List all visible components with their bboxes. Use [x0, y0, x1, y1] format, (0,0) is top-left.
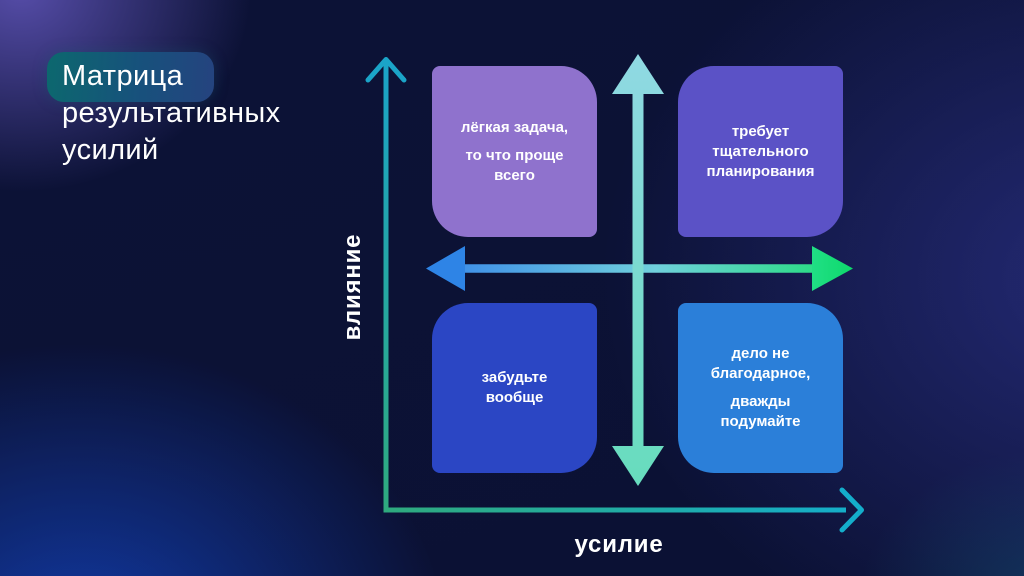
quadrant-top-left-text-2: то что проще всего: [465, 146, 564, 184]
y-axis-arrowhead-icon: [365, 57, 407, 83]
center-vertical-arrow-up-head-icon: [612, 54, 664, 94]
title-line-1: Матрица: [62, 60, 184, 92]
center-vertical-arrow-down-head-icon: [612, 446, 664, 486]
quadrant-bottom-right: дело не благодарное, дважды подумайте: [678, 303, 843, 473]
quadrant-top-left: лёгкая задача, то что проще всего: [432, 66, 597, 237]
quadrant-bottom-right-text-1: дело не благодарное,: [710, 345, 811, 382]
quadrant-top-right: требует тщательного планирования: [678, 66, 843, 237]
center-horizontal-arrow-right-head-icon: [812, 246, 853, 291]
title-line-2: результативных: [62, 97, 281, 129]
quadrant-bottom-right-text-2: дважды подумайте: [720, 393, 801, 430]
page-title: Матрица результативных усилий: [62, 58, 281, 169]
quadrant-top-left-text-1: лёгкая задача,: [460, 118, 569, 136]
y-axis-label: влияние: [339, 233, 366, 341]
quadrant-bottom-left: забудьте вообще: [432, 303, 597, 473]
x-axis-label: усилие: [574, 531, 664, 558]
x-axis-arrowhead-icon: [839, 487, 864, 533]
quadrant-bottom-left-text-1: забудьте вообще: [481, 369, 548, 406]
title-highlight: [47, 52, 214, 102]
quadrant-top-right-text-1: требует тщательного планирования: [706, 122, 815, 180]
title-line-3: усилий: [62, 134, 159, 166]
center-horizontal-arrow-left-head-icon: [426, 246, 465, 291]
